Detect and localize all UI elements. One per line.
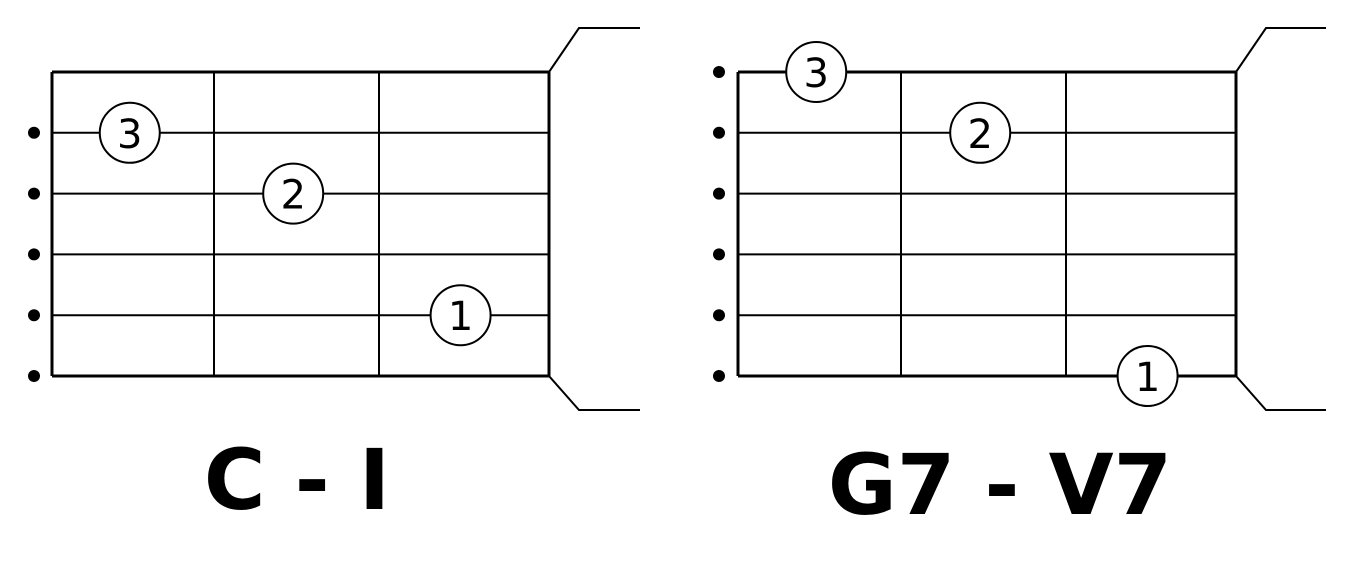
string-dot xyxy=(713,370,725,382)
neck-bottom-line xyxy=(548,375,640,411)
finger-circle xyxy=(949,101,1012,164)
finger-number: 2 xyxy=(280,173,305,219)
finger-circle xyxy=(262,162,325,225)
string-dot xyxy=(28,370,40,382)
finger-number: 3 xyxy=(804,51,829,97)
string-dots xyxy=(713,66,725,382)
finger-marker: 1 xyxy=(429,284,492,347)
finger-markers: 3 2 1 xyxy=(98,101,492,347)
chord-diagram-g7: 3 2 1 G7 - V7 xyxy=(713,27,1326,534)
string-dot xyxy=(28,126,40,139)
finger-circle xyxy=(1116,345,1179,407)
finger-marker: 3 xyxy=(98,101,161,164)
string-dots xyxy=(28,126,40,382)
string-dot xyxy=(713,309,725,322)
finger-number: 3 xyxy=(117,112,142,158)
string-dot xyxy=(713,187,725,200)
chord-label-c: C - I xyxy=(204,431,390,529)
finger-number: 2 xyxy=(967,112,992,158)
string-dot xyxy=(713,66,725,78)
finger-marker: 1 xyxy=(1116,345,1179,407)
string-dot xyxy=(713,248,725,261)
finger-marker: 3 xyxy=(785,41,848,103)
chord-diagram-c: 3 2 1 C - I xyxy=(28,27,640,529)
string-dot xyxy=(28,187,40,200)
finger-circle xyxy=(429,284,492,347)
chord-label-g7: G7 - V7 xyxy=(828,436,1172,534)
finger-number: 1 xyxy=(1135,355,1160,401)
neck-top-line xyxy=(1235,27,1326,73)
neck-top-line xyxy=(548,27,640,73)
finger-circle xyxy=(785,41,848,103)
neck-bottom-line xyxy=(1235,375,1326,411)
finger-marker: 2 xyxy=(949,101,1012,164)
finger-marker: 2 xyxy=(262,162,325,225)
finger-circle xyxy=(98,101,161,164)
string-dot xyxy=(28,248,40,261)
string-dot xyxy=(28,309,40,322)
finger-number: 1 xyxy=(448,294,473,340)
finger-markers: 3 2 1 xyxy=(785,41,1179,407)
fretboard-grid xyxy=(50,27,640,411)
string-dot xyxy=(713,126,725,139)
